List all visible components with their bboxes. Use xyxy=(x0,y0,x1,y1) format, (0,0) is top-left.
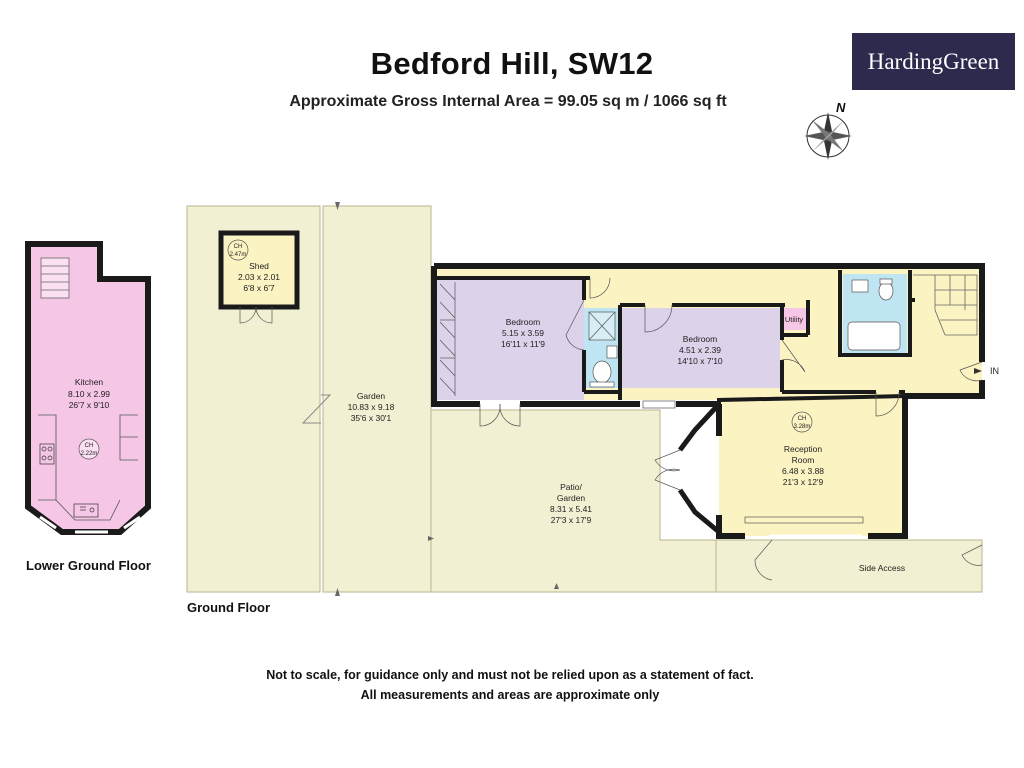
patio-metric: 8.31 x 5.41 xyxy=(550,504,592,514)
kitchen-ch-value: 2.22m xyxy=(81,451,98,457)
page-title: Bedford Hill, SW12 xyxy=(370,46,654,81)
bedroom-2-metric: 4.51 x 2.39 xyxy=(679,345,721,355)
reception-ceiling-height-marker xyxy=(791,411,813,433)
shed-ch-label: CH xyxy=(234,244,243,250)
garden-imperial: 35'6 x 30'1 xyxy=(351,413,392,423)
compass-north-label: N xyxy=(836,100,846,115)
side-access-area xyxy=(715,539,983,593)
shed-imperial: 6'8 x 6'7 xyxy=(243,283,274,293)
bedroom-1-room xyxy=(434,278,584,400)
bedroom-1-label: Bedroom xyxy=(506,317,541,327)
kitchen-room xyxy=(25,241,151,535)
bedroom-1-metric: 5.15 x 3.59 xyxy=(502,328,544,338)
patio-imperial: 27'3 x 17'9 xyxy=(551,515,592,525)
garden-metric: 10.83 x 9.18 xyxy=(348,402,395,412)
lower-ground-floor-plan: CH 2.22m Kitchen 8.10 x 2.99 26'7 x 9'10 xyxy=(25,241,151,535)
ground-floor-label: Ground Floor xyxy=(187,600,271,615)
reception-label-line1: Reception xyxy=(784,444,823,454)
brand-logo: HardingGreen xyxy=(852,33,1015,90)
shed-room xyxy=(218,230,300,310)
entrance-arrow-icon xyxy=(974,368,982,374)
bedroom-2-label: Bedroom xyxy=(683,334,718,344)
side-access-label: Side Access xyxy=(859,563,905,573)
sink-icon xyxy=(73,503,99,518)
compass-icon: N xyxy=(804,100,852,160)
garden-area xyxy=(322,205,432,593)
reception-ch-value: 3.28m xyxy=(794,424,811,430)
reception-metric: 6.48 x 3.88 xyxy=(782,466,824,476)
reception-imperial: 21'3 x 12'9 xyxy=(783,477,824,487)
reception-ch-label: CH xyxy=(798,416,807,422)
lower-ground-floor-label: Lower Ground Floor xyxy=(26,558,151,573)
shed-label: Shed xyxy=(249,261,269,271)
bedroom-1-imperial: 16'11 x 11'9 xyxy=(501,339,545,349)
garden-label: Garden xyxy=(357,391,386,401)
patio-label-line2: Garden xyxy=(557,493,586,503)
shed-ch-value: 2.47m xyxy=(230,252,247,258)
bedroom-2-room xyxy=(620,308,780,388)
bedroom-2-imperial: 14'10 x 7'10 xyxy=(677,356,723,366)
utility-label: Utility xyxy=(785,315,804,324)
hallway-stairs xyxy=(913,274,978,336)
kitchen-ch-label: CH xyxy=(85,443,94,449)
utility-room xyxy=(780,308,808,330)
disclaimer-line-2: All measurements and areas are approxima… xyxy=(360,688,660,702)
kitchen-metric: 8.10 x 2.99 xyxy=(68,389,110,399)
kitchen-label: Kitchen xyxy=(75,377,104,387)
shed-metric: 2.03 x 2.01 xyxy=(238,272,280,282)
shed-ceiling-height-marker xyxy=(227,239,249,261)
hob-icon xyxy=(39,443,55,465)
patio-label-line1: Patio/ xyxy=(560,482,582,492)
disclaimer-line-1: Not to scale, for guidance only and must… xyxy=(266,668,754,682)
ground-floor-plan: CH 2.47m Shed 2.03 x 2.01 6'8 x 6'7 xyxy=(186,202,999,596)
kitchen-stairs xyxy=(40,257,70,299)
reception-label-line2: Room xyxy=(792,455,815,465)
entrance-label: IN xyxy=(990,366,999,376)
kitchen-ceiling-height-marker xyxy=(78,438,100,460)
kitchen-imperial: 26'7 x 9'10 xyxy=(69,400,110,410)
page-subtitle: Approximate Gross Internal Area = 99.05 … xyxy=(289,93,727,110)
